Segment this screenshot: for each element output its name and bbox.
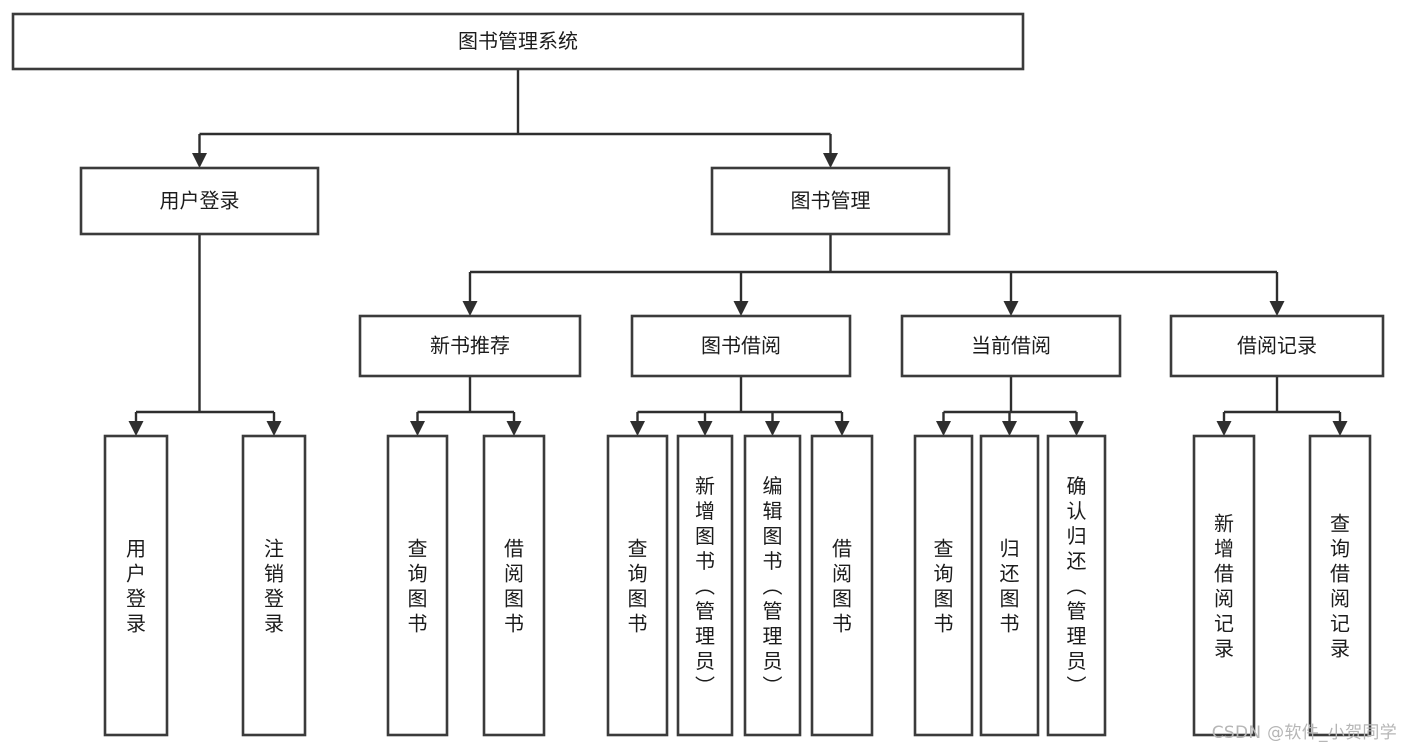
root-to-l2-1-arrowhead (823, 153, 838, 168)
node-label-leaf-query-record: 查询借阅记录 (1330, 512, 1350, 661)
l2-to-l3-0-arrowhead (462, 301, 478, 316)
node-box-root[interactable] (11, 12, 1025, 71)
l2-to-l3-3-arrowhead (1269, 301, 1285, 316)
new-book-rec-to-leaf-1-arrowhead (506, 421, 522, 436)
node-box-leaf-query-book-1[interactable] (386, 434, 449, 737)
node-book-borrow[interactable]: 图书借阅 (630, 314, 852, 378)
node-box-leaf-borrow-book-2[interactable] (810, 434, 874, 737)
node-box-leaf-edit-book[interactable] (743, 434, 802, 737)
borrow-record-to-leaf-0-arrowhead (1216, 421, 1232, 436)
book-borrow-to-leaf-1-arrowhead (697, 421, 713, 436)
node-box-leaf-add-record[interactable] (1192, 434, 1256, 737)
node-leaf-user-login[interactable]: 用户登录 (103, 434, 169, 737)
node-label-leaf-add-book: 新增图书︵管理员︶ (695, 474, 715, 698)
node-label-current-borrow: 当前借阅 (971, 334, 1051, 358)
node-box-current-borrow[interactable] (900, 314, 1122, 378)
node-leaf-return-book[interactable]: 归还图书 (979, 434, 1040, 737)
current-borrow-to-leaf-1-arrowhead (1002, 421, 1017, 436)
node-label-leaf-borrow-book-2: 借阅图书 (832, 537, 852, 636)
book-borrow-to-leaf-2-arrowhead (765, 421, 780, 436)
userlogin-to-leaf-1-arrowhead (266, 421, 282, 436)
node-label-leaf-query-book-2: 查询图书 (628, 537, 648, 636)
current-borrow-to-leaf-0-arrowhead (936, 421, 951, 436)
node-label-leaf-borrow-book-1: 借阅图书 (504, 537, 524, 636)
node-label-leaf-confirm-return: 确认归还︵管理员︶ (1067, 474, 1087, 698)
node-leaf-logout[interactable]: 注销登录 (241, 434, 307, 737)
node-label-leaf-add-record: 新增借阅记录 (1214, 512, 1234, 661)
node-root[interactable]: 图书管理系统 (11, 12, 1025, 71)
node-label-borrow-record: 借阅记录 (1237, 334, 1317, 358)
node-leaf-borrow-book-1[interactable]: 借阅图书 (482, 434, 546, 737)
node-box-book-borrow[interactable] (630, 314, 852, 378)
node-label-leaf-return-book: 归还图书 (1000, 537, 1020, 636)
node-box-leaf-query-book-3[interactable] (913, 434, 974, 737)
node-box-leaf-query-book-2[interactable] (606, 434, 669, 737)
node-layer: 图书管理系统用户登录图书管理新书推荐图书借阅当前借阅借阅记录用户登录注销登录查询… (11, 12, 1385, 737)
node-box-book-manage[interactable] (710, 166, 951, 236)
node-leaf-add-record[interactable]: 新增借阅记录 (1192, 434, 1256, 737)
node-borrow-record[interactable]: 借阅记录 (1169, 314, 1385, 378)
node-box-borrow-record[interactable] (1169, 314, 1385, 378)
node-box-leaf-user-login[interactable] (103, 434, 169, 737)
node-leaf-add-book[interactable]: 新增图书︵管理员︶ (676, 434, 734, 737)
current-borrow-to-leaf-2-arrowhead (1069, 421, 1084, 436)
node-box-leaf-add-book[interactable] (676, 434, 734, 737)
node-leaf-query-book-3[interactable]: 查询图书 (913, 434, 974, 737)
node-label-leaf-query-book-1: 查询图书 (408, 537, 428, 636)
node-leaf-query-record[interactable]: 查询借阅记录 (1308, 434, 1372, 737)
node-book-manage[interactable]: 图书管理 (710, 166, 951, 236)
node-box-new-book-rec[interactable] (358, 314, 582, 378)
new-book-rec-to-leaf-0-arrowhead (410, 421, 425, 436)
book-borrow-to-leaf-0-arrowhead (630, 421, 645, 436)
borrow-record-to-leaf-1-arrowhead (1332, 421, 1348, 436)
node-label-root: 图书管理系统 (458, 29, 578, 53)
book-borrow-to-leaf-3-arrowhead (834, 421, 850, 436)
l2-to-l3-1-arrowhead (733, 301, 749, 316)
node-leaf-query-book-1[interactable]: 查询图书 (386, 434, 449, 737)
node-leaf-edit-book[interactable]: 编辑图书︵管理员︶ (743, 434, 802, 737)
node-label-new-book-rec: 新书推荐 (430, 334, 510, 358)
connector-layer (128, 69, 1348, 436)
node-box-leaf-query-record[interactable] (1308, 434, 1372, 737)
node-user-login[interactable]: 用户登录 (79, 166, 320, 236)
node-label-book-borrow: 图书借阅 (701, 334, 781, 358)
userlogin-to-leaf-0-arrowhead (128, 421, 144, 436)
node-box-leaf-confirm-return[interactable] (1046, 434, 1107, 737)
node-new-book-rec[interactable]: 新书推荐 (358, 314, 582, 378)
node-label-leaf-query-book-3: 查询图书 (934, 537, 954, 636)
node-box-leaf-borrow-book-1[interactable] (482, 434, 546, 737)
l2-to-l3-2-arrowhead (1003, 301, 1019, 316)
node-current-borrow[interactable]: 当前借阅 (900, 314, 1122, 378)
node-leaf-query-book-2[interactable]: 查询图书 (606, 434, 669, 737)
node-leaf-borrow-book-2[interactable]: 借阅图书 (810, 434, 874, 737)
node-label-book-manage: 图书管理 (791, 189, 871, 213)
root-to-l2-0-arrowhead (192, 153, 207, 168)
node-label-leaf-user-login: 用户登录 (126, 537, 146, 636)
node-label-leaf-edit-book: 编辑图书︵管理员︶ (763, 474, 783, 698)
node-label-leaf-logout: 注销登录 (264, 537, 284, 636)
node-label-user-login: 用户登录 (160, 189, 240, 213)
node-box-leaf-logout[interactable] (241, 434, 307, 737)
node-box-leaf-return-book[interactable] (979, 434, 1040, 737)
csdn-watermark: CSDN @软件_小贺同学 (1211, 723, 1397, 743)
node-box-user-login[interactable] (79, 166, 320, 236)
node-leaf-confirm-return[interactable]: 确认归还︵管理员︶ (1046, 434, 1107, 737)
